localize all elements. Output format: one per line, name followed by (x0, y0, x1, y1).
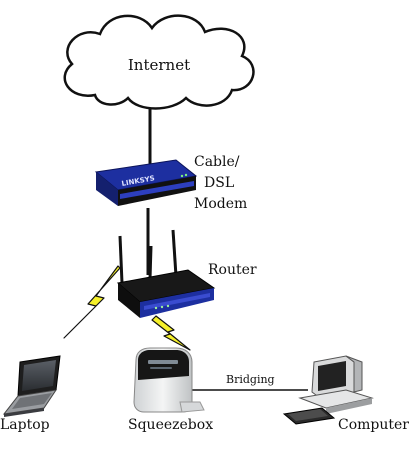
laptop-icon (2, 355, 61, 417)
modem-label-line3: Modem (194, 196, 248, 212)
wireless-link-squeezebox (151, 315, 191, 351)
bridging-label: Bridging (226, 373, 275, 386)
squeezebox-icon (133, 347, 205, 413)
computer-icon (282, 355, 374, 425)
computer-label: Computer (338, 417, 409, 433)
internet-cloud-icon (63, 14, 255, 110)
wireless-link-laptop (63, 265, 121, 339)
internet-label: Internet (127, 56, 191, 74)
modem-label-line1: Cable/ (194, 154, 240, 170)
squeezebox-label: Squeezebox (128, 417, 214, 433)
modem-label-line2: DSL (204, 175, 235, 191)
modem-label: Cable/ DSL Modem (194, 152, 247, 215)
laptop-label: Laptop (0, 417, 50, 433)
router-label: Router (208, 262, 257, 278)
modem-icon: LINKSYS (94, 159, 198, 206)
wired-links (146, 106, 308, 391)
router-icon (116, 229, 216, 318)
